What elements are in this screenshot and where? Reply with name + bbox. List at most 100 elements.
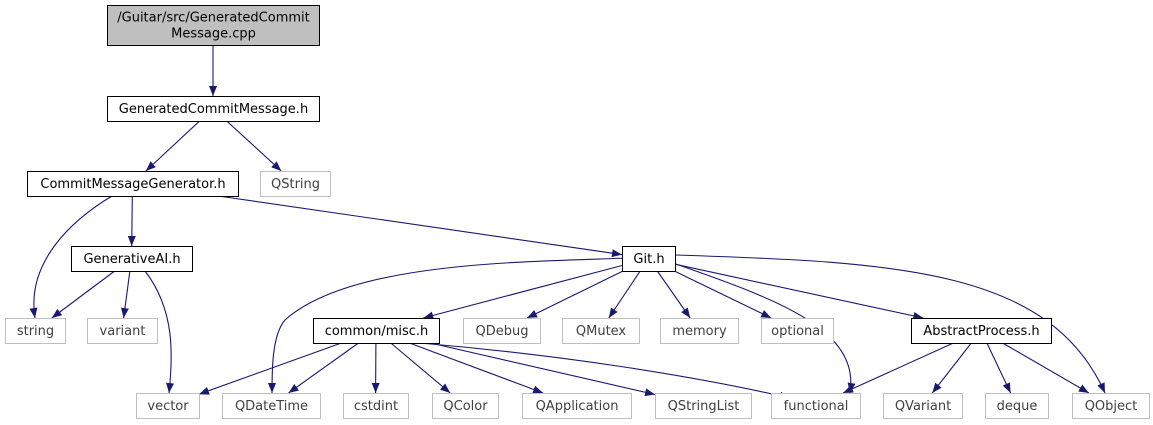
node-label: variant — [100, 324, 146, 339]
edge-git_h-to-optional — [674, 270, 772, 319]
edge-misc_h-to-functional — [419, 342, 791, 400]
node-label: common/misc.h — [325, 324, 429, 339]
edge-git_h-to-qdebug — [526, 270, 624, 319]
node-box — [562, 318, 640, 344]
node-misc_h[interactable]: common/misc.h — [313, 318, 440, 344]
node-box — [5, 318, 66, 344]
node-box — [107, 96, 320, 122]
node-gcm_h[interactable]: GeneratedCommitMessage.h — [107, 96, 320, 122]
edge-git_h-to-qdatetime — [268, 257, 629, 394]
node-label: deque — [997, 399, 1038, 414]
node-label: /Guitar/src/GeneratedCommit — [117, 11, 310, 26]
node-optional: optional — [761, 318, 834, 344]
node-box — [343, 393, 409, 419]
edge-git_h-to-qmutex — [608, 270, 641, 319]
node-box — [622, 246, 676, 272]
node-label: QColor — [443, 399, 488, 414]
node-box — [883, 393, 963, 419]
edge-cmg_h-to-genai_h — [127, 195, 136, 247]
node-box — [87, 318, 158, 344]
node-box — [27, 171, 239, 197]
node-box — [222, 393, 321, 419]
edge-misc_h-to-qdatetime — [288, 342, 359, 394]
edge-abstractprocess_h-to-qobject — [1002, 342, 1090, 394]
node-box — [771, 393, 861, 419]
node-label: cstdint — [354, 399, 398, 414]
edge-gcm_h-to-qstring — [226, 120, 282, 172]
node-qdatetime: QDateTime — [222, 393, 321, 419]
node-label: Message.cpp — [171, 27, 256, 42]
node-cstdint: cstdint — [343, 393, 409, 419]
edge-abstractprocess_h-to-qvariant — [931, 342, 972, 394]
node-label: GenerativeAI.h — [83, 252, 180, 267]
node-label: vector — [147, 399, 189, 414]
node-box — [107, 5, 320, 46]
edge-genai_h-to-variant — [120, 270, 131, 319]
edge-misc_h-to-qcolor — [390, 342, 451, 394]
node-box — [911, 318, 1052, 344]
node-qvariant: QVariant — [883, 393, 963, 419]
node-qcolor: QColor — [432, 393, 499, 419]
node-label: functional — [784, 399, 849, 414]
node-label: QString — [271, 177, 320, 192]
node-label: GeneratedCommitMessage.h — [119, 102, 308, 117]
node-qstringlist: QStringList — [655, 393, 752, 419]
node-label: AbstractProcess.h — [923, 324, 1039, 339]
edge-git_h-to-abstractprocess_h — [674, 263, 924, 320]
node-qmutex: QMutex — [562, 318, 640, 344]
edge-git_h-to-memory — [656, 270, 691, 319]
node-abstractprocess_h[interactable]: AbstractProcess.h — [911, 318, 1052, 344]
node-qstring: QString — [260, 171, 331, 197]
node-cmg_h[interactable]: CommitMessageGenerator.h — [27, 171, 239, 197]
node-box — [71, 246, 193, 272]
node-label: Git.h — [633, 252, 664, 267]
node-box — [313, 318, 440, 344]
node-label: optional — [771, 324, 824, 339]
node-label: QApplication — [536, 399, 619, 414]
node-box — [522, 393, 632, 419]
node-label: QVariant — [895, 399, 951, 414]
edge-abstractprocess_h-to-functional — [842, 342, 954, 394]
node-variant: variant — [87, 318, 158, 344]
node-git_h[interactable]: Git.h — [622, 246, 676, 272]
edge-gcm_h-to-cmg_h — [145, 120, 200, 172]
node-qdebug: QDebug — [463, 318, 541, 344]
node-box — [260, 171, 331, 197]
edge-misc_h-to-qstringlist — [430, 342, 656, 397]
node-box — [761, 318, 834, 344]
node-string: string — [5, 318, 66, 344]
edge-misc_h-to-vector — [198, 342, 342, 395]
edge-git_h-to-misc_h — [423, 264, 623, 320]
node-functional: functional — [771, 393, 861, 419]
node-box — [463, 318, 541, 344]
nodes-layer: /Guitar/src/GeneratedCommitMessage.cppGe… — [5, 5, 1150, 419]
node-label: QStringList — [668, 399, 740, 414]
edge-genai_h-to-string — [51, 270, 116, 319]
node-label: CommitMessageGenerator.h — [40, 177, 225, 192]
node-box — [655, 393, 752, 419]
edge-genai_h-to-vector — [144, 270, 175, 394]
node-qapplication: QApplication — [522, 393, 632, 419]
node-qobject: QObject — [1072, 393, 1150, 419]
edges-layer — [29, 45, 1106, 400]
edge-cmg_h-to-git_h — [218, 195, 623, 258]
node-box — [660, 318, 739, 344]
edge-cmg_h-to-string — [29, 195, 113, 319]
node-memory: memory — [660, 318, 739, 344]
node-box — [136, 393, 200, 419]
node-label: string — [17, 324, 54, 339]
node-label: QDateTime — [235, 399, 308, 414]
node-vector: vector — [136, 393, 200, 419]
node-genai_h[interactable]: GenerativeAI.h — [71, 246, 193, 272]
node-box — [1072, 393, 1150, 419]
edge-git_h-to-qobject — [674, 254, 1106, 394]
node-label: QObject — [1085, 399, 1138, 414]
node-label: memory — [672, 324, 727, 339]
node-box — [432, 393, 499, 419]
node-deque: deque — [985, 393, 1049, 419]
node-root: /Guitar/src/GeneratedCommitMessage.cpp — [107, 5, 320, 46]
node-box — [985, 393, 1049, 419]
edge-misc_h-to-qapplication — [409, 342, 544, 394]
edge-abstractprocess_h-to-deque — [986, 342, 1012, 394]
